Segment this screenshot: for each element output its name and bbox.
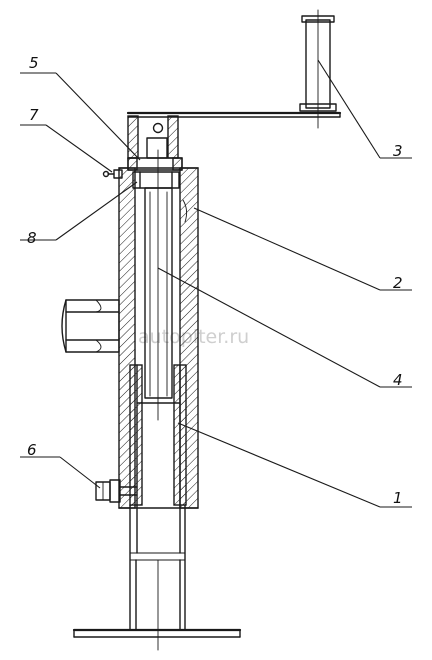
- callout-7: 7: [29, 106, 39, 124]
- callout-4: 4: [393, 371, 403, 389]
- callout-2: 2: [393, 274, 403, 292]
- base-plate: [72, 628, 242, 638]
- leader-lines: [20, 59, 412, 508]
- locking-bolt: [95, 479, 138, 503]
- callout-3: 3: [393, 142, 403, 160]
- inner-tube: [129, 364, 187, 554]
- crank-handle: [126, 9, 342, 129]
- side-flange: [61, 299, 120, 353]
- callout-8: 8: [27, 229, 37, 247]
- callout-6: 6: [27, 441, 37, 459]
- handle-post: [127, 115, 179, 159]
- callout-1: 1: [393, 489, 403, 507]
- grease-nipple: [102, 169, 123, 179]
- foot-tube: [129, 504, 186, 651]
- lead-screw: [144, 149, 173, 421]
- bearing-cap: [127, 122, 183, 189]
- callout-5: 5: [29, 54, 39, 72]
